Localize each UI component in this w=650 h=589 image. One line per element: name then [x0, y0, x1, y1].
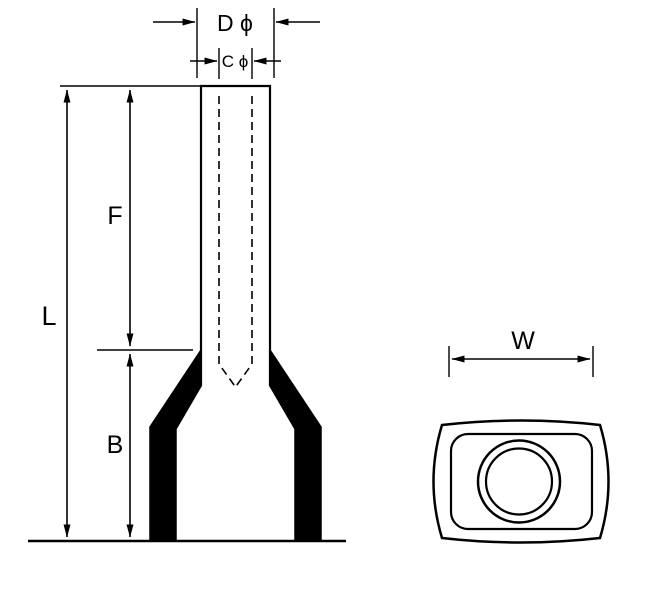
tube-outline: [199, 84, 272, 386]
dim-label-W: W: [511, 327, 535, 355]
dimension-barrel-length: F: [97, 89, 193, 351]
tube-inner-circle: [484, 447, 554, 516]
dim-label-F: F: [107, 202, 122, 230]
dimension-outer-diameter: D ϕ: [153, 8, 320, 78]
dimension-sleeve-length: B: [107, 353, 134, 538]
dim-label-B: B: [107, 431, 124, 459]
bore-dashed-line-left: [218, 96, 237, 388]
tube-outer-circle: [476, 439, 562, 524]
bore-dashed-line-right: [234, 96, 253, 388]
dimension-total-length: L: [41, 85, 200, 538]
sleeve-inner-outline: [449, 432, 594, 531]
dim-label-D: D ϕ: [217, 10, 253, 36]
sleeve-outer-outline: [432, 419, 610, 544]
front-view: D ϕ C ϕ L F: [28, 8, 346, 543]
dim-label-C: C ϕ: [222, 52, 249, 71]
dimension-inner-diameter: C ϕ: [190, 48, 281, 79]
sleeve-right-band: [269, 347, 322, 541]
dim-label-L: L: [41, 301, 56, 331]
sleeve-left-band: [149, 347, 202, 541]
dimension-width: W: [448, 327, 594, 377]
end-view: W: [432, 327, 610, 544]
